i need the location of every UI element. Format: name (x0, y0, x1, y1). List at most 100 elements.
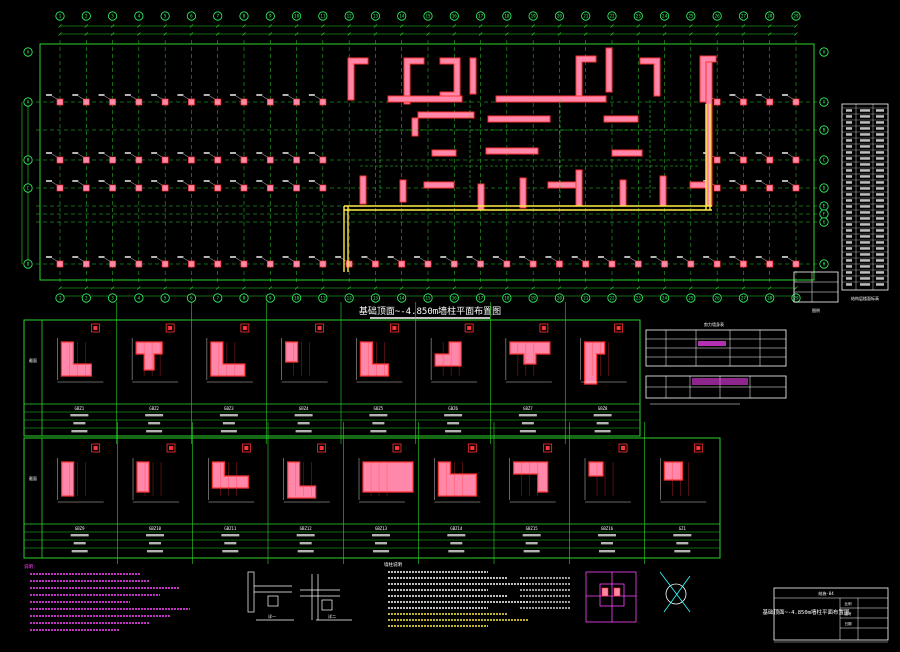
column-tag (230, 180, 236, 182)
design-notes: 说明： (24, 563, 190, 631)
dimension-tick (373, 286, 378, 290)
column-leader (183, 95, 189, 100)
column-tag (46, 152, 52, 154)
table-cell-value (876, 145, 884, 148)
axis-label: 11 (320, 296, 326, 301)
dimension-tick (268, 24, 272, 28)
column-tag (782, 152, 788, 154)
svg-text:墙柱说明: 墙柱说明 (384, 561, 402, 568)
plan-column (56, 184, 64, 192)
table-cell-value (876, 169, 884, 172)
axis-bubble (239, 11, 249, 21)
column-leader (682, 257, 688, 262)
table-cell-value (846, 247, 852, 250)
axis-label: 12 (347, 296, 353, 301)
table-cell-value (876, 175, 884, 178)
axis-label: D (823, 186, 826, 191)
axis-label: G (823, 220, 826, 225)
column-tag (650, 256, 657, 258)
axis-label: 15 (425, 296, 431, 301)
table-cell-value (860, 133, 870, 136)
column-stirrup (448, 550, 465, 553)
column-stirrup (599, 550, 615, 553)
plan-column (266, 98, 274, 106)
dimension-tick (163, 32, 167, 36)
dimension-tick (347, 24, 351, 28)
key-plan-thumbnail (539, 323, 549, 333)
column-leader (183, 153, 189, 158)
key-plan-mark (696, 446, 701, 450)
column-rebar (148, 422, 161, 425)
column-elevation (673, 534, 692, 537)
plan-column (82, 156, 90, 164)
column-stirrup (147, 550, 163, 553)
table-cell-value (846, 277, 852, 280)
axis-label: 2 (85, 14, 88, 19)
dimension-tick (84, 24, 88, 28)
column-elevation (221, 534, 240, 537)
column-stirrup (594, 430, 611, 433)
axis-label: 3 (111, 296, 114, 301)
table-cell-value (846, 241, 852, 244)
column-tag (256, 94, 263, 96)
plan-column (266, 260, 274, 268)
plan-column (740, 156, 747, 164)
axis-label: 29 (793, 296, 799, 301)
dimension-tick (741, 286, 746, 290)
column-tag (387, 256, 394, 258)
axis-bubble (81, 293, 91, 303)
plan-column (372, 260, 379, 268)
axis-label: 23 (636, 14, 642, 19)
axis-bubble (554, 11, 565, 21)
column-leader (288, 257, 294, 262)
dimension-tick (557, 286, 562, 290)
column-tag (282, 152, 289, 154)
dimension-tick (294, 32, 299, 36)
key-plan-thumbnail (241, 443, 251, 453)
axis-bubble (502, 293, 512, 303)
table-cell-value (860, 223, 870, 226)
table-cell-value (846, 175, 852, 178)
column-label: GBZ12 (300, 526, 313, 531)
dimension-tick (189, 286, 194, 290)
column-label: GBZ16 (601, 526, 614, 531)
column-section (509, 443, 556, 503)
column-leader (262, 153, 268, 158)
column-leader (78, 181, 84, 186)
plan-column (188, 184, 195, 192)
column-label: GBZ13 (375, 526, 388, 531)
column-tag (782, 256, 788, 258)
axis-bubble (107, 11, 118, 21)
column-leader (262, 95, 268, 100)
plan-column (713, 98, 721, 106)
table-cell-value (860, 187, 870, 190)
column-rebar (676, 542, 689, 545)
plan-column (135, 98, 143, 106)
column-stirrup (220, 430, 237, 433)
column-label: GZ1 (679, 526, 687, 531)
column-tag (98, 94, 105, 96)
plan-column (109, 156, 116, 164)
column-label: GBZ11 (224, 526, 237, 531)
column-leader (787, 257, 794, 262)
column-section-shape (359, 341, 389, 377)
dimension-tick (584, 286, 588, 290)
column-section-shape (287, 461, 317, 499)
dimension-tick (768, 32, 772, 36)
column-tag (571, 256, 578, 258)
table-cell-value (846, 223, 852, 226)
axis-label: 12 (347, 14, 353, 19)
axis-label: 16 (452, 14, 458, 19)
table-cell-value (876, 223, 884, 226)
axis-label: 8 (243, 296, 246, 301)
dimension-tick (426, 286, 430, 290)
column-leader (51, 181, 58, 186)
column-rebar (149, 542, 161, 545)
column-label: GBZ5 (374, 406, 384, 411)
column-tag (203, 256, 210, 258)
column-leader (235, 153, 242, 158)
axis-bubble (423, 293, 433, 303)
dimension-tick (741, 24, 746, 28)
plan-column (608, 260, 616, 268)
